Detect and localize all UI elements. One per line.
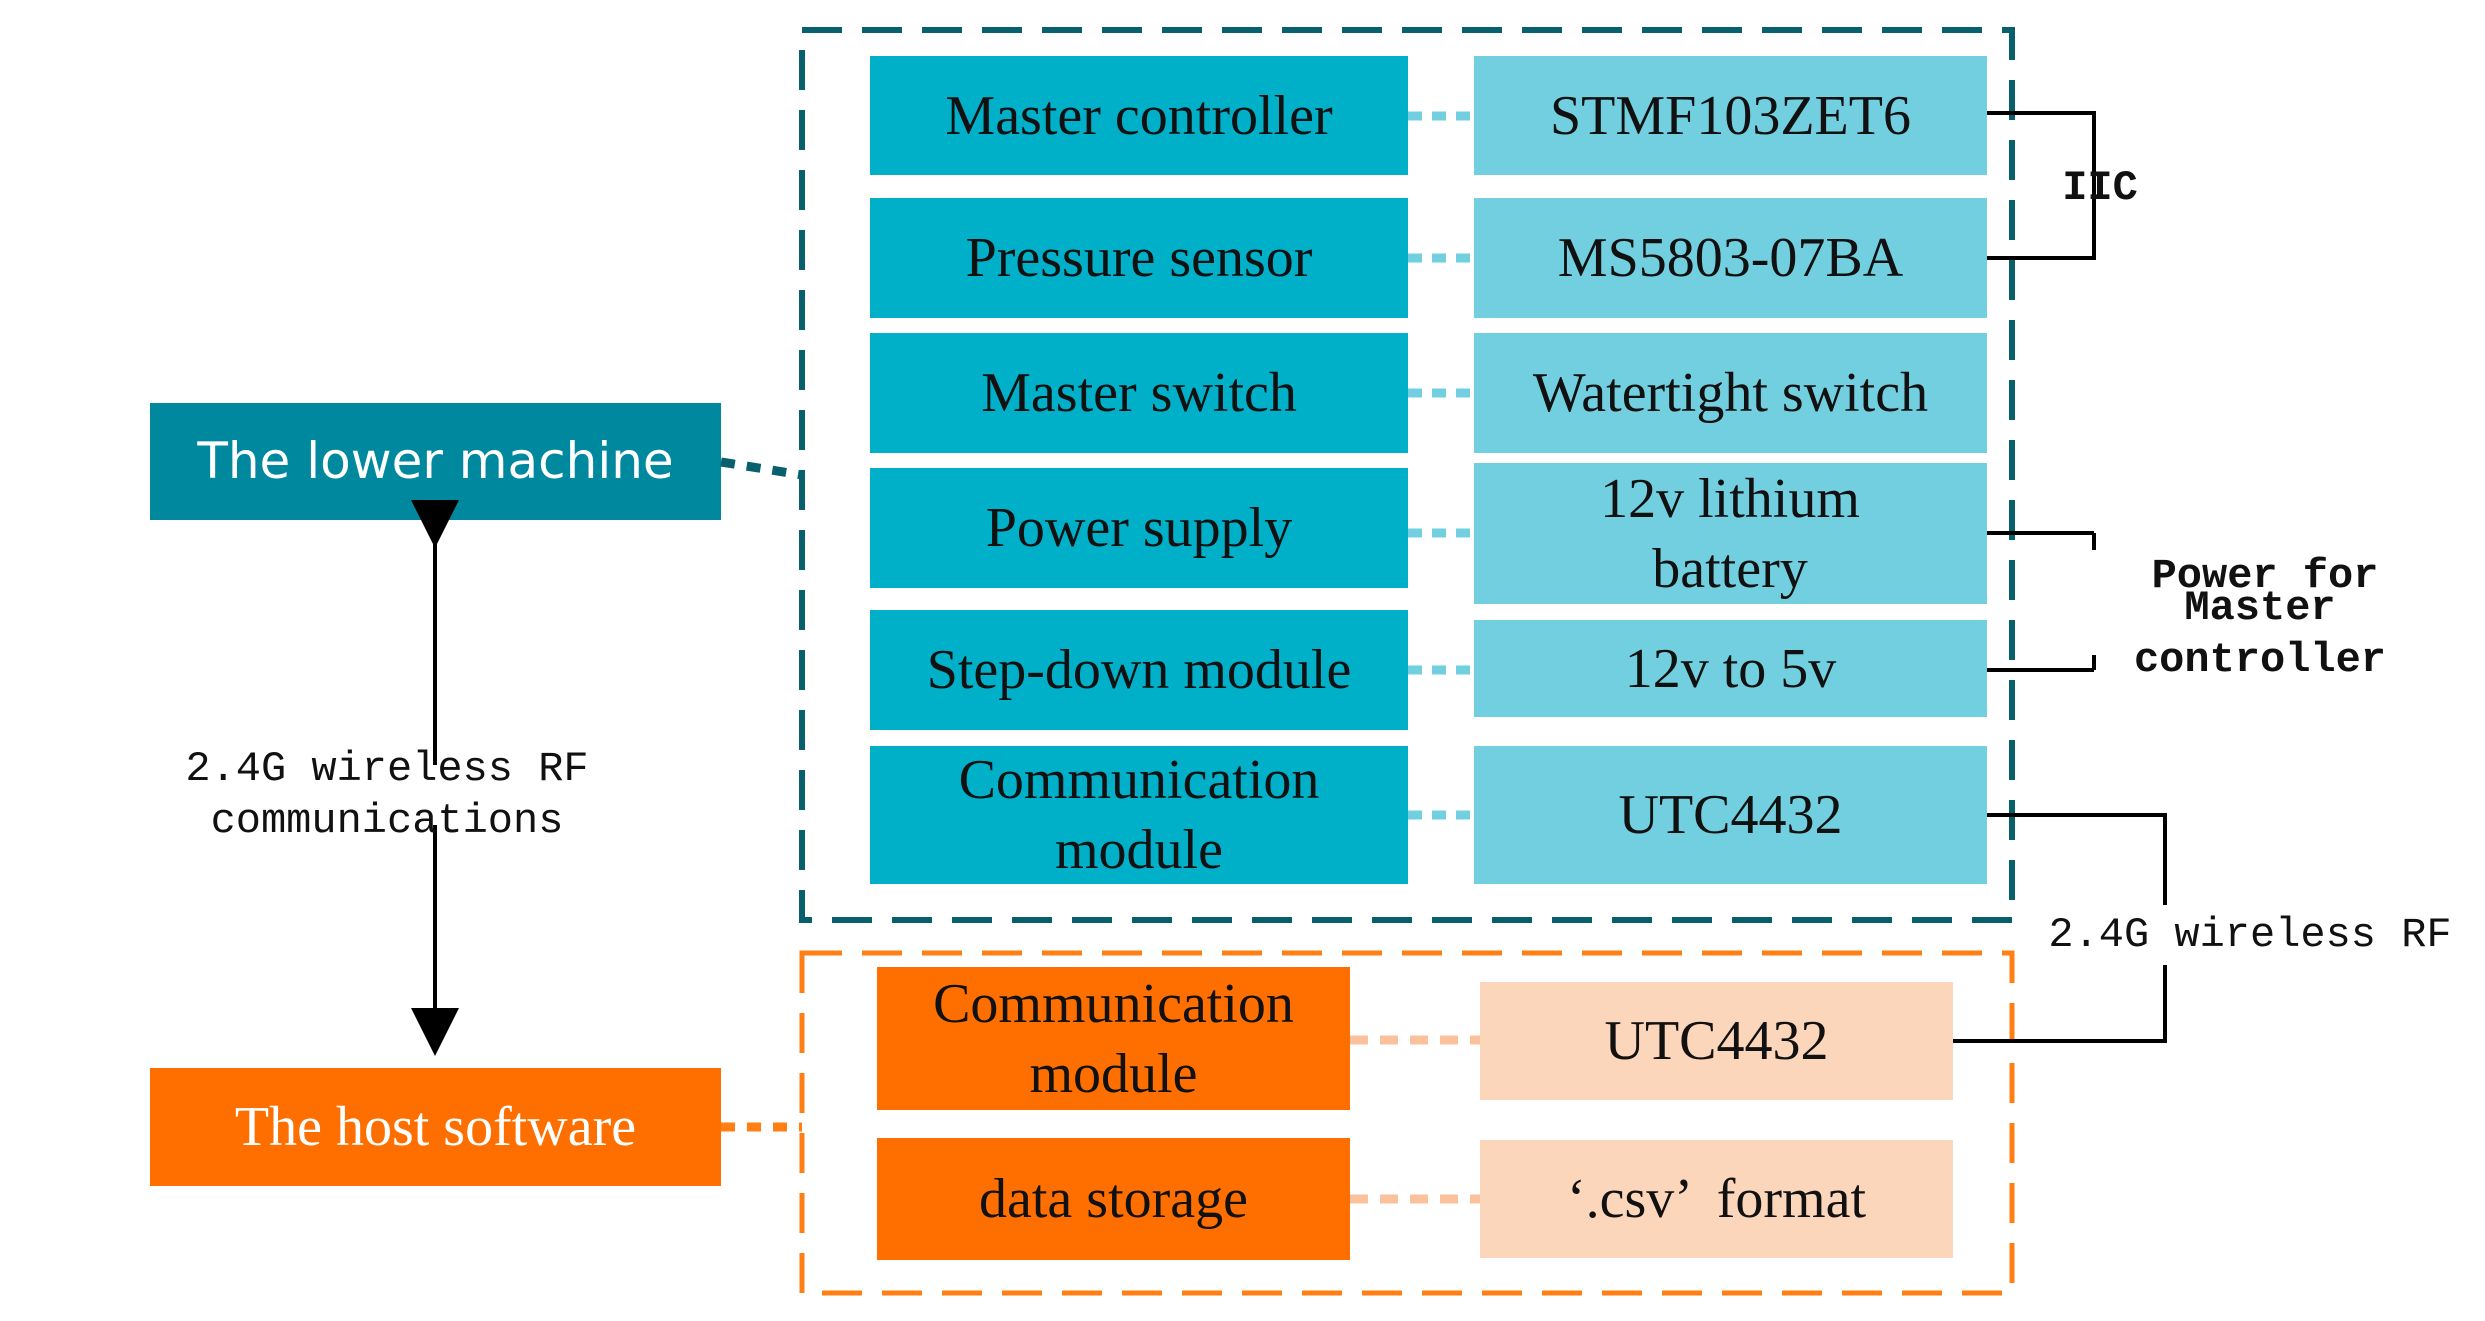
component-label: UTC4432 [1618, 784, 1843, 846]
function-box-data-storage [877, 1138, 1350, 1260]
function-label: Communication module [933, 972, 1294, 1105]
function-box-master-controller [870, 56, 1408, 175]
component-label: UTC4432 [1604, 1010, 1829, 1072]
component-label: ‘.csv’ format [1566, 1168, 1867, 1230]
lower-machine-connector [720, 457, 803, 480]
component-label: Watertight switch [1532, 362, 1929, 424]
host-software-group-border [799, 950, 2015, 1296]
lower-machine-label: The lower machine [197, 432, 674, 491]
iic-label: IIC [2062, 163, 2138, 212]
function-label: Pressure sensor [965, 227, 1313, 289]
function-label: Master switch [981, 362, 1297, 424]
function-box-communication-lower [870, 746, 1408, 884]
iic-bracket [1987, 111, 2096, 260]
component-box-ms5803 [1474, 198, 1987, 318]
function-box-master-switch [870, 333, 1408, 453]
component-box-stmf103zet6 [1474, 56, 1987, 175]
function-label: Power supply [985, 497, 1293, 559]
master-controller-label: Master controller [2133, 583, 2387, 685]
component-label: STMF103ZET6 [1550, 84, 1911, 147]
function-label: Step-down module [926, 639, 1352, 701]
component-box-utc4432-host [1480, 982, 1953, 1100]
component-box-utc4432-lower [1474, 746, 1987, 884]
function-box-power-supply [870, 468, 1408, 588]
component-box-12v-to-5v [1474, 620, 1987, 717]
function-box-communication-host [877, 967, 1350, 1110]
host-software-label: The host software [234, 1096, 637, 1158]
component-label: MS5803-07BA [1557, 227, 1904, 289]
function-box-pressure-sensor [870, 198, 1408, 318]
component-label: 12v lithium battery [1600, 467, 1860, 600]
function-label: data storage [979, 1168, 1248, 1230]
component-box-csv-format [1480, 1140, 1953, 1258]
component-box-lithium-battery [1474, 463, 1987, 604]
component-box-watertight-switch [1474, 333, 1987, 453]
wireless-rf-label: 2.4G wireless RF [2040, 905, 2460, 965]
wireless-comm-label: 2.4G wireless RF communications [12, 745, 762, 845]
function-label: Master controller [945, 84, 1333, 147]
power-for-label: Power for [2151, 551, 2379, 600]
host-software-block [150, 1068, 721, 1186]
function-box-step-down [870, 610, 1408, 730]
component-label: 12v to 5v [1624, 637, 1837, 700]
function-label: Communication module [958, 749, 1320, 881]
